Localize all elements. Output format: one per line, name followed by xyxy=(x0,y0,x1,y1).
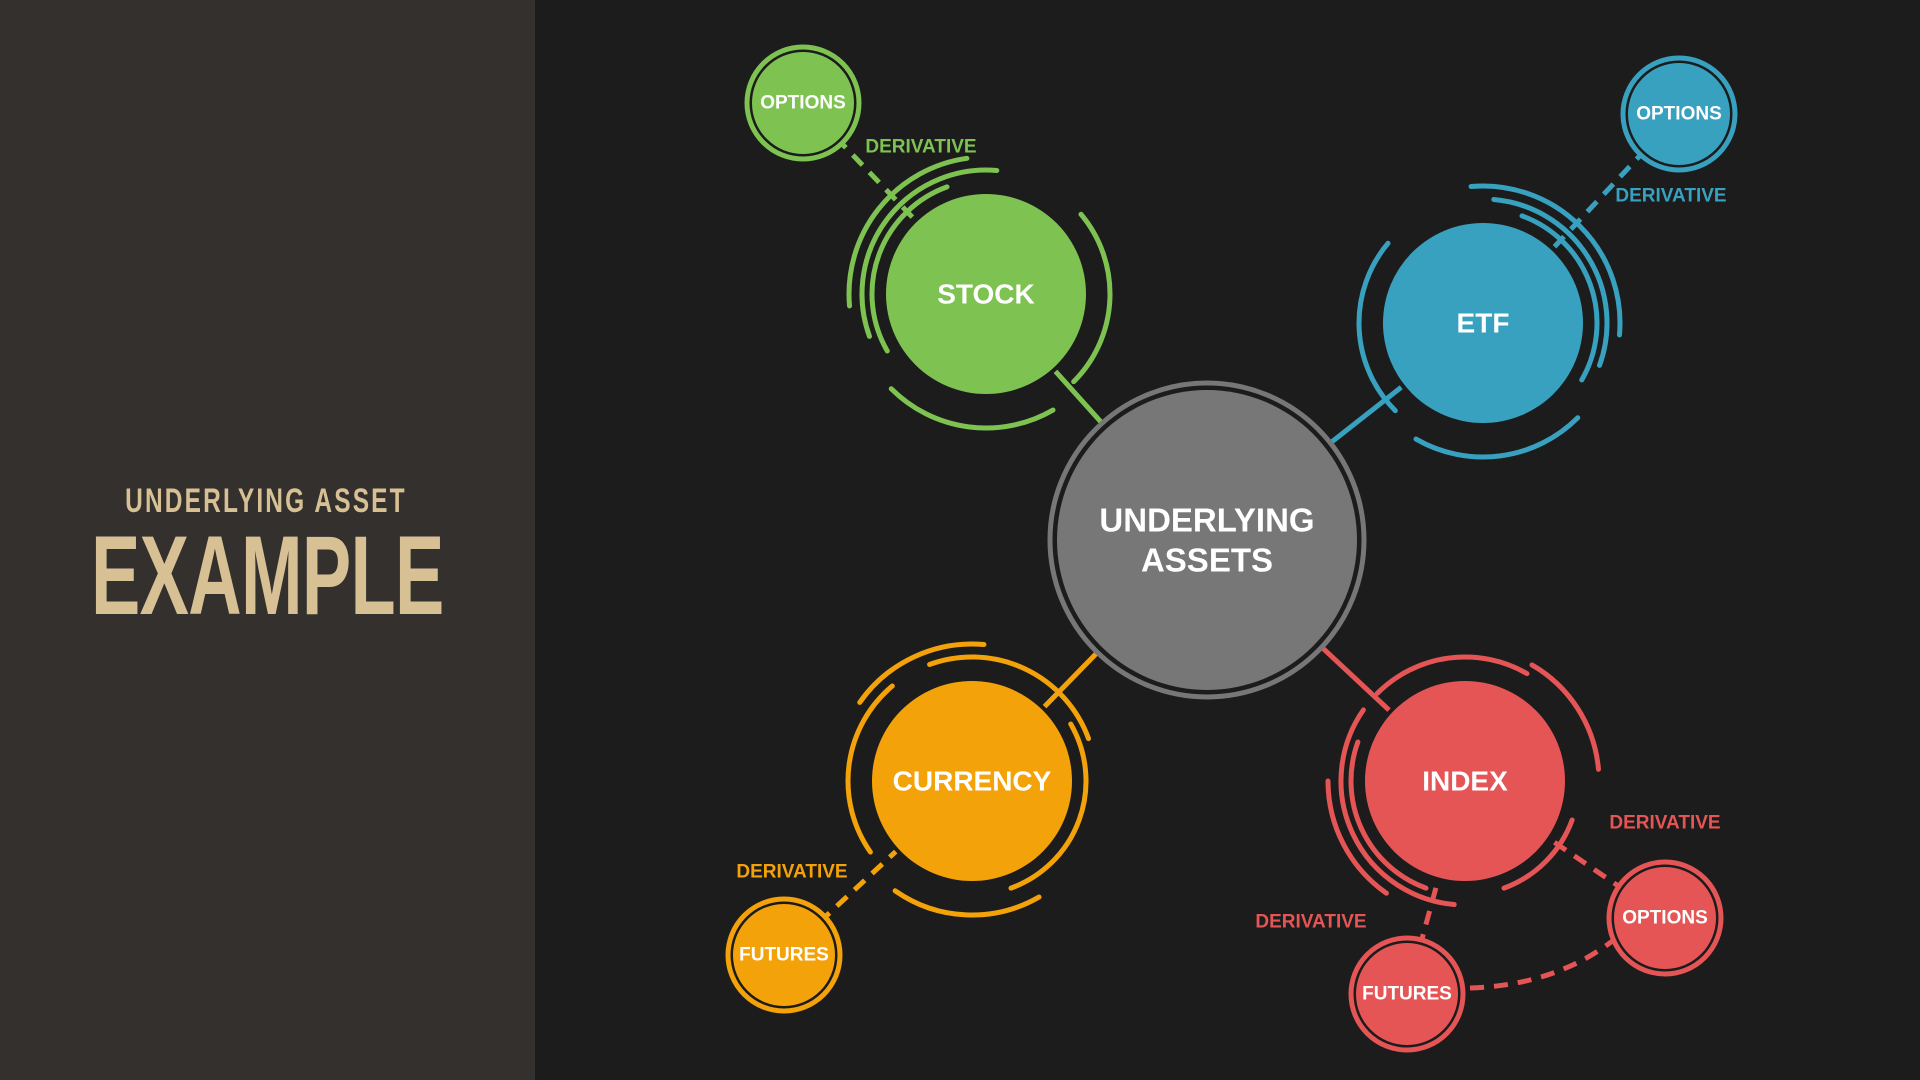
currency_futures-label: FUTURES xyxy=(739,945,829,966)
index-node: INDEX xyxy=(1325,654,1601,908)
currency-circle xyxy=(872,681,1072,881)
stock_options-label: OPTIONS xyxy=(760,93,846,114)
index-ring-arc xyxy=(1325,778,1389,896)
center-label-line2: ASSETS xyxy=(1141,542,1273,579)
center-label-line1: UNDERLYING xyxy=(1099,502,1314,539)
etf_options-derivative-label: DERIVATIVE xyxy=(1615,186,1726,207)
futures-options-dashed-connector xyxy=(1469,933,1622,991)
stock_options-derivative-label: DERIVATIVE xyxy=(865,137,976,158)
currency_futures-node: FUTURES xyxy=(725,896,843,1014)
index_futures-label: FUTURES xyxy=(1362,984,1452,1005)
stock-ring-arc xyxy=(1071,211,1113,385)
currency_futures-derivative-label: DERIVATIVE xyxy=(736,862,847,883)
slide-title: EXAMPLE xyxy=(90,513,444,638)
index_futures-circle xyxy=(1356,943,1458,1045)
stock-node: STOCK xyxy=(846,155,1113,431)
index-ring-arc xyxy=(1501,817,1575,891)
etf-node: ETF xyxy=(1356,183,1623,460)
index_options-circle xyxy=(1614,867,1716,969)
etf_options-node: OPTIONS xyxy=(1620,55,1738,173)
stock-label: STOCK xyxy=(937,279,1035,310)
stock_options-circle xyxy=(752,52,854,154)
currency_futures-circle xyxy=(733,904,835,1006)
index_options-node: OPTIONS xyxy=(1606,859,1724,977)
etf_options-circle xyxy=(1628,63,1730,165)
currency-ring-arc xyxy=(927,654,1092,742)
index_futures-node: FUTURES xyxy=(1348,935,1466,1053)
currency-ring-arc xyxy=(845,683,895,855)
etf-label: ETF xyxy=(1457,308,1510,339)
stock_options-node: OPTIONS xyxy=(744,44,862,162)
stock-ring-arc xyxy=(846,155,970,309)
etf-ring-arc xyxy=(1519,213,1600,383)
index-circle xyxy=(1365,681,1565,881)
stock-circle xyxy=(886,194,1086,394)
currency-ring-arc xyxy=(892,888,1042,918)
etf-ring-arc xyxy=(1356,240,1398,414)
sidebar-panel: UNDERLYING ASSET EXAMPLE xyxy=(0,0,535,1080)
currency-ring-arc xyxy=(857,641,987,705)
currency-node: CURRENCY xyxy=(845,641,1092,918)
etf-ring-arc xyxy=(1491,196,1610,368)
index-ring-arc xyxy=(1348,739,1429,891)
slide-subtitle: UNDERLYING ASSET xyxy=(125,482,407,520)
index_options-label: OPTIONS xyxy=(1622,908,1708,929)
stock-ring-arc xyxy=(859,167,1000,339)
stock-ring-arc xyxy=(869,184,950,354)
index_futures-derivative-label: DERIVATIVE xyxy=(1255,912,1366,933)
index-ring-arc xyxy=(1338,707,1457,908)
etf-circle xyxy=(1383,223,1583,423)
index-ring-arc xyxy=(1374,654,1530,696)
index-ring-arc xyxy=(1529,662,1601,772)
currency-ring-arc xyxy=(1008,721,1089,891)
etf-ring-arc xyxy=(1413,415,1581,460)
stock-ring-arc xyxy=(888,386,1056,431)
index-label: INDEX xyxy=(1422,766,1508,797)
center-node xyxy=(1057,390,1357,690)
etf_options-label: OPTIONS xyxy=(1636,104,1722,125)
index_options-derivative-label: DERIVATIVE xyxy=(1609,813,1720,834)
currency_futures-dashed-connector xyxy=(782,779,974,957)
etf-ring-arc xyxy=(1468,183,1623,338)
currency-label: CURRENCY xyxy=(893,766,1052,797)
